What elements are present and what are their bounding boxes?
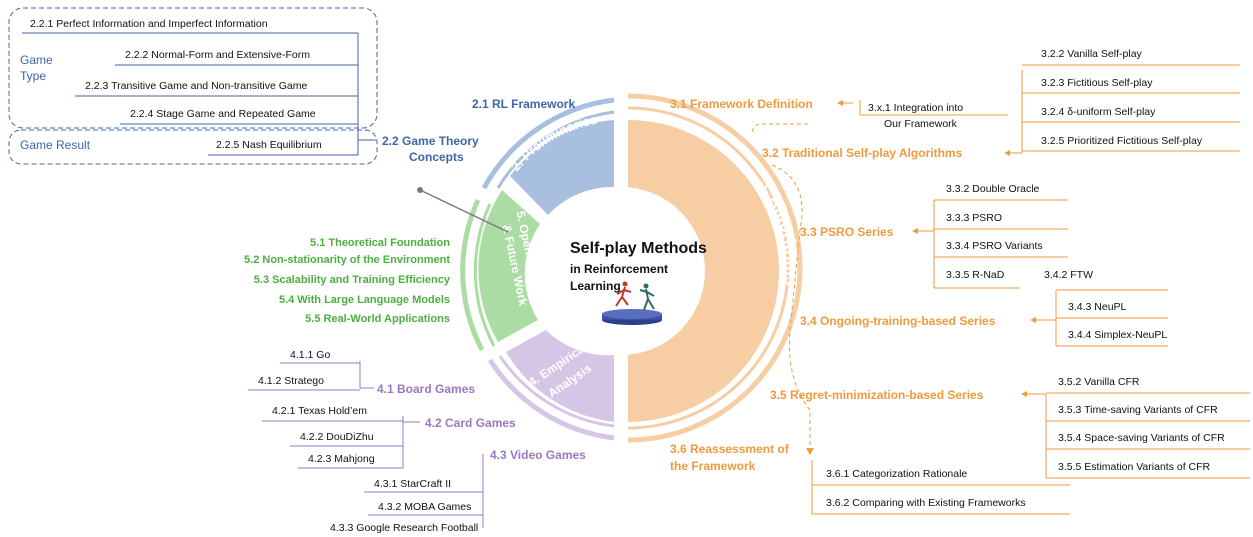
empirical-outer-ring — [487, 358, 615, 441]
game-type-label-2: Type — [20, 69, 46, 83]
preliminaries-inner-ring — [496, 110, 615, 189]
empirical-inner-ring — [498, 355, 615, 428]
preliminaries-outer-ring — [481, 97, 615, 190]
integration-leaf-1: 3.x.1 Integration into — [868, 102, 963, 114]
leaf-3-3-2: 3.3.2 Double Oracle — [946, 183, 1040, 195]
ongoing-heading: 3.4 Ongoing-training-based Series — [800, 314, 996, 328]
flow-dashed-1 — [751, 123, 808, 135]
leaf-4-2-2: 4.2.2 DouDiZhu — [300, 431, 374, 443]
game-type-box — [8, 7, 378, 129]
leaf-5-1: 5.1 Theoretical Foundation — [310, 237, 450, 249]
leaf-3-6-1: 3.6.1 Categorization Rationale — [826, 468, 967, 480]
leaf-4-3-3: 4.3.3 Google Research Football — [330, 522, 478, 534]
center-subtitle-1: in Reinforcement — [570, 262, 668, 276]
leaf-5-5: 5.5 Real-World Applications — [305, 313, 450, 325]
leaf-2-2-5: 2.2.5 Nash Equilibrium — [216, 139, 322, 151]
open-problems-branch: 5.1 Theoretical Foundation 5.2 Non-stati… — [244, 237, 451, 325]
leaf-3-2-5: 3.2.5 Prioritized Fictitious Self-play — [1041, 135, 1203, 147]
pointer-line — [419, 189, 509, 233]
leaf-3-5-4: 3.5.4 Space-saving Variants of CFR — [1058, 432, 1225, 444]
center-subtitle-2: Learning — [570, 279, 621, 293]
leaf-4-2-1: 4.2.1 Texas Hold’em — [272, 405, 367, 417]
algorithms-outer-ring — [627, 93, 803, 443]
reassess-heading-2: the Framework — [670, 459, 756, 473]
leaf-3-3-4: 3.3.4 PSRO Variants — [946, 240, 1043, 252]
leaf-5-4: 5.4 With Large Language Models — [279, 294, 450, 306]
leaf-4-2-3: 4.2.3 Mahjong — [308, 453, 375, 465]
leaf-2-2-4: 2.2.4 Stage Game and Repeated Game — [130, 108, 316, 120]
preliminaries-sector — [510, 120, 614, 215]
open-problems-outer-ring — [460, 198, 485, 352]
leaf-3-5-5: 3.5.5 Estimation Variants of CFR — [1058, 461, 1211, 473]
open-problems-sector — [478, 190, 540, 342]
game-result-label: Game Result — [20, 138, 91, 152]
leaf-3-4-3: 3.4.3 NeuPL — [1068, 301, 1127, 313]
reassess-heading-1: 3.6 Reassessment of — [670, 442, 790, 456]
leaf-3-5-3: 3.5.3 Time-saving Variants of CFR — [1058, 404, 1218, 416]
board-games-heading: 4.1 Board Games — [377, 382, 475, 396]
framework-definition-heading: 3.1 Framework Definition — [670, 97, 813, 111]
leaf-2-2-1: 2.2.1 Perfect Information and Imperfect … — [30, 18, 268, 30]
game-theory-heading-1: 2.2 Game Theory — [382, 134, 479, 148]
leaf-4-1-2: 4.1.2 Stratego — [258, 375, 324, 387]
game-theory-heading-2: Concepts — [409, 150, 464, 164]
preliminaries-branch: Game Type Game Result 2.2.1 Perfect Info… — [8, 7, 575, 165]
pointer-dot — [417, 187, 423, 193]
leaf-4-1-1: 4.1.1 Go — [290, 349, 330, 361]
traditional-heading: 3.2 Traditional Self-play Algorithms — [762, 146, 963, 160]
algorithms-branch: 3.1 Framework Definition 3.x.1 Integrati… — [670, 48, 1250, 515]
psro-heading: 3.3 PSRO Series — [800, 225, 894, 239]
center-title: Self-play Methods — [570, 240, 707, 257]
regret-heading: 3.5 Regret-minimization-based Series — [770, 388, 984, 402]
leaf-3-3-5: 3.3.5 R-NaD — [946, 269, 1005, 281]
leaf-4-3-2: 4.3.2 MOBA Games — [378, 501, 471, 513]
center-disc — [537, 187, 705, 355]
game-result-box — [8, 129, 378, 165]
leaf-3-4-2: 3.4.2 FTW — [1044, 269, 1093, 281]
leaf-3-2-4: 3.2.4 δ-uniform Self-play — [1041, 106, 1156, 118]
empirical-branch: 4.1 Board Games 4.1.1 Go 4.1.2 Stratego … — [248, 349, 586, 534]
algorithms-inner-ring — [627, 106, 790, 430]
leaf-3-5-2: 3.5.2 Vanilla CFR — [1058, 376, 1140, 388]
self-play-players-icon — [602, 281, 662, 325]
leaf-3-3-3: 3.3.3 PSRO — [946, 212, 1002, 224]
card-games-heading: 4.2 Card Games — [425, 416, 516, 430]
leaf-3-4-4: 3.4.4 Simplex-NeuPL — [1068, 329, 1167, 341]
video-games-heading: 4.3 Video Games — [490, 448, 586, 462]
leaf-3-6-2: 3.6.2 Comparing with Existing Frameworks — [826, 497, 1026, 509]
flow-dashed-2 — [771, 164, 811, 448]
empirical-sector — [506, 330, 614, 422]
integration-leaf-2: Our Framework — [884, 118, 958, 130]
leaf-5-2: 5.2 Non-stationarity of the Environment — [244, 254, 450, 266]
leaf-5-3: 5.3 Scalability and Training Efficiency — [254, 274, 451, 286]
leaf-3-2-2: 3.2.2 Vanilla Self-play — [1041, 48, 1143, 60]
game-type-label-1: Game — [20, 53, 53, 67]
leaf-3-2-3: 3.2.3 Fictitious Self-play — [1041, 77, 1153, 89]
rl-framework-heading: 2.1 RL Framework — [472, 97, 575, 111]
leaf-2-2-2: 2.2.2 Normal-Form and Extensive-Form — [125, 49, 310, 61]
leaf-4-3-1: 4.3.1 StarCraft II — [374, 478, 451, 490]
leaf-2-2-3: 2.2.3 Transitive Game and Non-transitive… — [85, 80, 308, 92]
wheel: 2. Preliminaries 3. Algorithms 5. Open P… — [417, 93, 803, 443]
